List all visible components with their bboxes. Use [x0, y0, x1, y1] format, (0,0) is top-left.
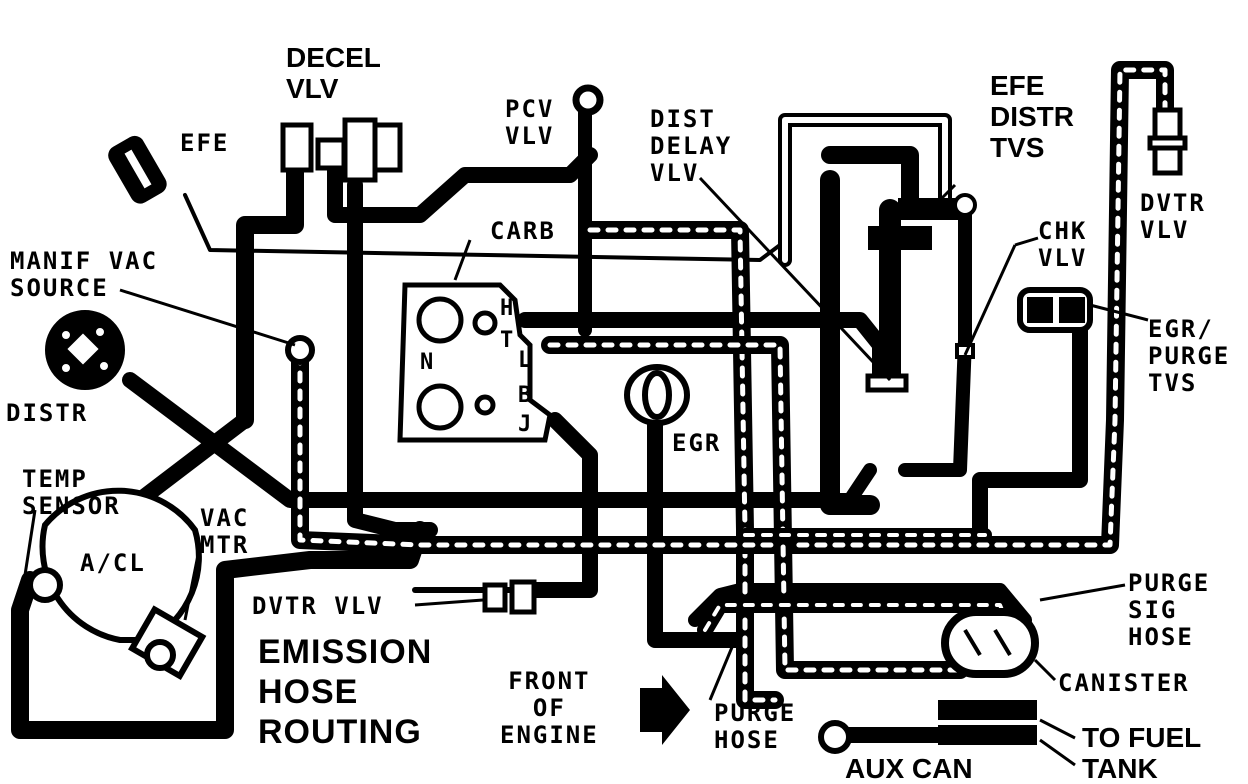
label-decel-vlv: DECEL VLV	[286, 42, 381, 104]
label-egr-purge-tvs: EGR/ PURGE TVS	[1148, 315, 1231, 397]
hose-distr	[122, 372, 828, 508]
label-efe-distr-tvs: EFE DISTR TVS	[990, 70, 1074, 163]
hose-canister-loop	[688, 583, 747, 627]
label-canister: CANISTER	[1058, 669, 1190, 697]
carb-port-b: B	[518, 383, 532, 408]
carb-port-h: H	[500, 296, 514, 321]
label-purge-sig-hose: PURGE SIG HOSE	[1128, 569, 1211, 651]
decel-valve	[280, 117, 403, 183]
chk-valve	[955, 343, 975, 359]
vac-motor	[128, 605, 207, 681]
label-pcv-vlv: PCV VLV	[505, 95, 555, 150]
label-chk-vlv: CHK VLV	[1038, 217, 1088, 272]
hose-acl-left	[11, 521, 429, 739]
manif-vac-source-fitting	[285, 335, 315, 365]
carburetor	[397, 282, 553, 443]
dvtr-valve-top	[1147, 107, 1188, 176]
dvtr-valve-bottom	[482, 579, 537, 615]
egr-valve	[624, 364, 690, 426]
label-egr: EGR	[672, 429, 722, 457]
hose-efe-vertical	[820, 170, 880, 515]
egr-purge-tvs	[1017, 287, 1093, 333]
label-to-fuel-tank: TO FUEL TANK	[1082, 722, 1202, 784]
hose-egr-valve	[647, 402, 748, 648]
label-a-cl: A/CL	[80, 549, 146, 577]
carb-port-l: L	[518, 348, 532, 373]
label-aux-can: AUX CAN	[845, 753, 973, 784]
hose-chk-vlv	[898, 208, 972, 477]
canister	[941, 608, 1039, 678]
efe-distr-tvs	[868, 193, 977, 250]
carb-port-j: J	[518, 412, 532, 437]
label-carb: CARB	[490, 217, 556, 245]
carb-port-t: T	[500, 328, 514, 353]
label-front-of-engine: FRONT OF ENGINE	[500, 667, 599, 749]
air-cleaner	[27, 487, 202, 643]
label-efe: EFE	[180, 129, 230, 157]
label-temp-sensor: TEMP SENSOR	[22, 465, 121, 520]
title-line-3: ROUTING	[258, 713, 422, 751]
carb-port-n: N	[420, 350, 434, 375]
hose-efe-distr-outer-inner	[782, 117, 948, 263]
label-manif-vac-source: MANIF VAC SOURCE	[10, 247, 159, 302]
fuel-tank-lines	[938, 700, 1037, 745]
aux-can-fitting	[818, 720, 852, 754]
hose-decel-to-carb	[327, 147, 598, 223]
hose-efe-inner	[821, 146, 919, 214]
label-distr: DISTR	[6, 399, 89, 427]
efe-connector	[108, 135, 167, 204]
front-of-engine-arrow	[640, 675, 690, 745]
distributor-cap	[45, 310, 125, 390]
pcv-valve	[572, 84, 604, 116]
label-dvtr-vlv-top: DVTR VLV	[1140, 189, 1206, 244]
label-vac-mtr: VAC MTR	[200, 504, 250, 559]
hose-egr-tvs	[972, 292, 1088, 553]
label-purge-hose: PURGE HOSE	[714, 699, 797, 754]
label-dist-delay-vlv: DIST DELAY VLV	[650, 105, 733, 187]
hose-carb-lower	[512, 412, 598, 598]
title-line-1: EMISSION	[258, 633, 433, 671]
hose-acl-branch	[132, 412, 253, 508]
diagram-title: EMISSION HOSE ROUTING	[258, 632, 432, 752]
hose-decel-loop	[236, 161, 304, 429]
label-dvtr-vlv-bottom: DVTR VLV	[252, 592, 384, 620]
title-line-2: HOSE	[258, 673, 359, 711]
